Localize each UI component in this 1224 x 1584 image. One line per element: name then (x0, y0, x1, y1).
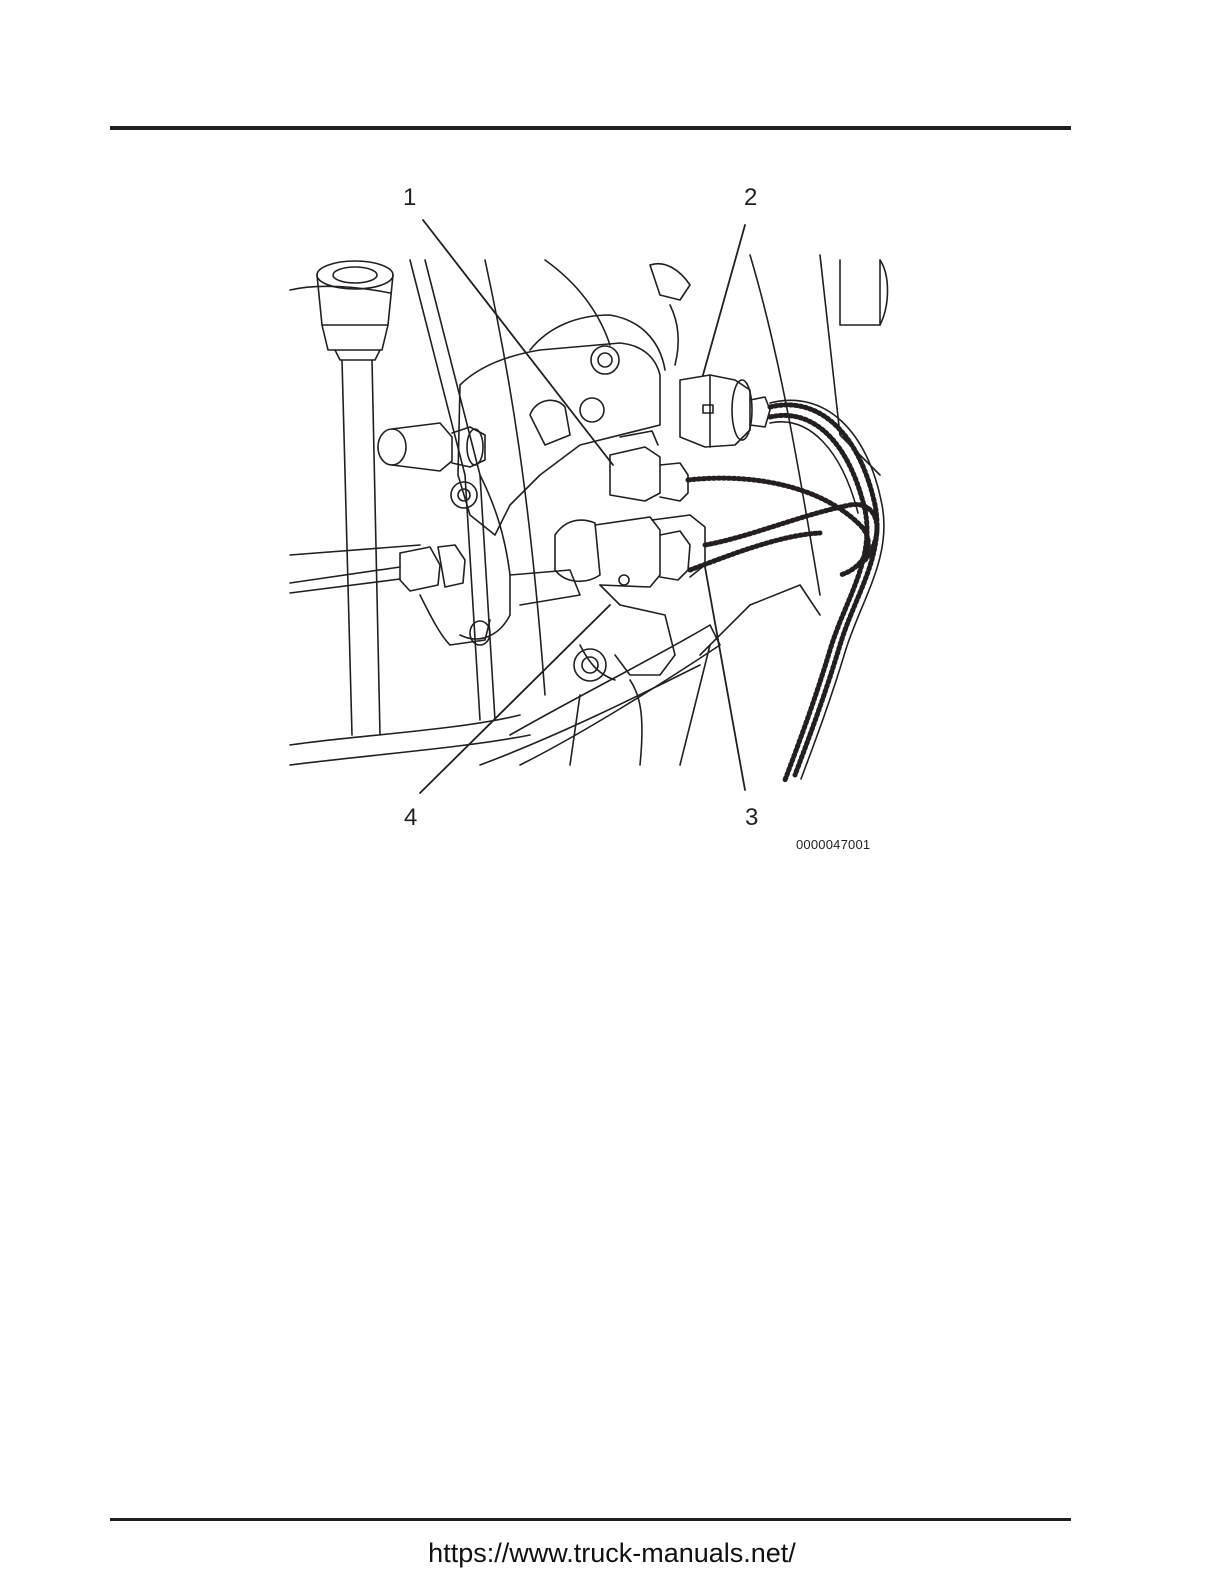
callout-1: 1 (403, 186, 416, 210)
header-rule (110, 126, 1071, 130)
pump-body (451, 315, 665, 681)
filler-pipe (317, 261, 393, 735)
callout-4: 4 (404, 806, 417, 830)
footer-url[interactable]: https://www.truck-manuals.net/ (0, 1538, 1224, 1569)
connector-2 (680, 375, 770, 447)
supply-line (290, 545, 490, 645)
engine-illustration (280, 175, 900, 865)
connector-1 (610, 431, 688, 501)
figure-id: 0000047001 (796, 837, 870, 852)
callout-3: 3 (745, 806, 758, 830)
footer-rule (110, 1518, 1071, 1521)
callout-2: 2 (744, 186, 757, 210)
